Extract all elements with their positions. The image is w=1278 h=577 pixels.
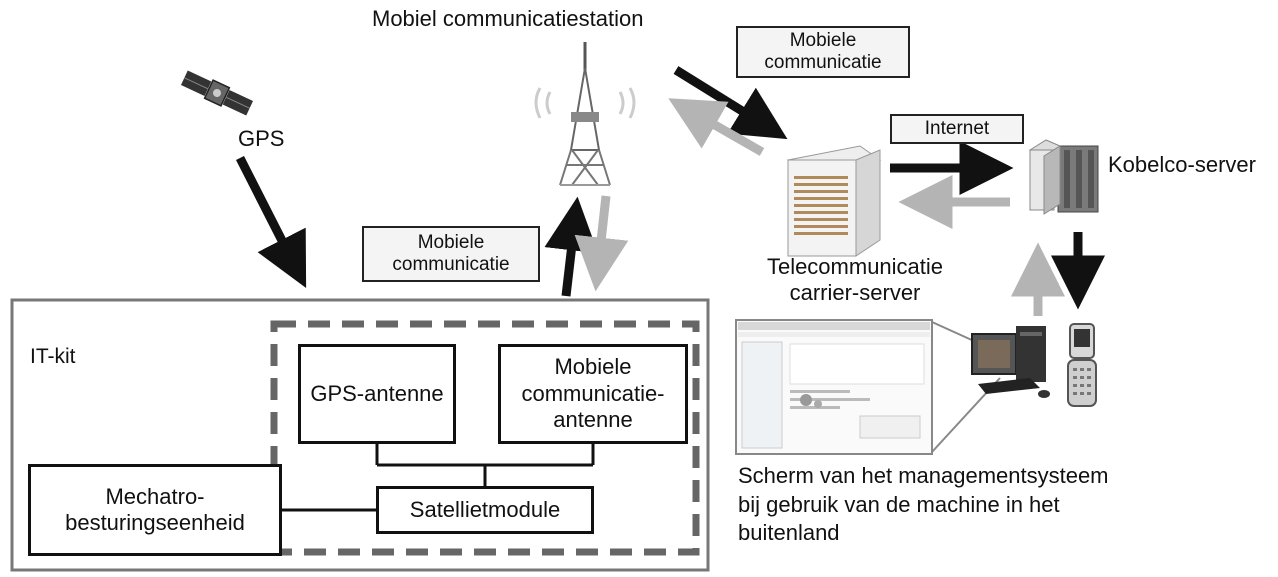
carrier-server-label: Telecommunicatie carrier-server <box>740 254 970 307</box>
screen-caption: Scherm van het managementsysteem bij geb… <box>738 462 1109 548</box>
mobile-antenna-line2: communicatie- <box>521 380 665 406</box>
kobelco-server-icon <box>1028 139 1099 215</box>
edge-label-mobile-left: Mobiele communicatie <box>362 226 540 282</box>
edge-label-mobile-top-line1: Mobiele <box>789 30 857 52</box>
screen-caption-line1: Scherm van het managementsysteem <box>738 463 1109 488</box>
gps-label: GPS <box>238 126 285 151</box>
edge-label-mobile-left-line1: Mobiele <box>417 232 485 254</box>
arrow-carrier-to-station <box>668 98 765 156</box>
carrier-server-label-line2: carrier-server <box>789 280 921 306</box>
arrow-gps-to-itkit <box>235 155 307 289</box>
arrow-itkit-to-station <box>544 196 599 297</box>
mechatro-line1: Mechatro- <box>105 483 205 509</box>
edge-label-mobile-top-line2: communicatie <box>764 52 882 73</box>
screen-caption-line2: bij gebruik van de machine in het <box>738 491 1060 517</box>
kobelco-server-label: Kobelco-server <box>1108 152 1256 177</box>
edge-label-mobile-top: Mobiele communicatie <box>736 26 910 78</box>
edge-label-internet: Internet <box>890 114 1024 144</box>
itkit-label: IT-kit <box>30 345 76 368</box>
radio-tower-icon <box>534 42 636 186</box>
gps-antenna-box: GPS-antenne <box>298 344 456 444</box>
carrier-server-icon <box>786 145 882 257</box>
mechatro-line2: besturingseenheid <box>65 510 245 535</box>
mobile-antenna-box: Mobiele communicatie- antenne <box>498 344 688 444</box>
management-screenshot <box>735 319 933 455</box>
station-label: Mobiel communicatiestation <box>372 6 644 31</box>
satellite-module-box: Satellietmodule <box>376 486 594 534</box>
edge-label-mobile-left-line2: communicatie <box>392 254 510 275</box>
satellite-icon <box>180 70 254 116</box>
mechatro-control-box: Mechatro- besturingseenheid <box>28 464 282 556</box>
module-connectors <box>282 444 595 512</box>
arrow-station-to-carrier <box>673 66 788 140</box>
pc-icon <box>971 326 1050 398</box>
mobile-phone-icon <box>1067 323 1097 407</box>
arrow-station-to-itkit <box>574 195 629 292</box>
screen-caption-line3: buitenland <box>738 520 840 546</box>
mobile-antenna-line1: Mobiele <box>554 354 632 380</box>
mobile-antenna-line3: antenne <box>553 407 633 433</box>
dashed-module-frame <box>270 320 700 556</box>
carrier-server-label-line1: Telecommunicatie <box>766 254 944 279</box>
